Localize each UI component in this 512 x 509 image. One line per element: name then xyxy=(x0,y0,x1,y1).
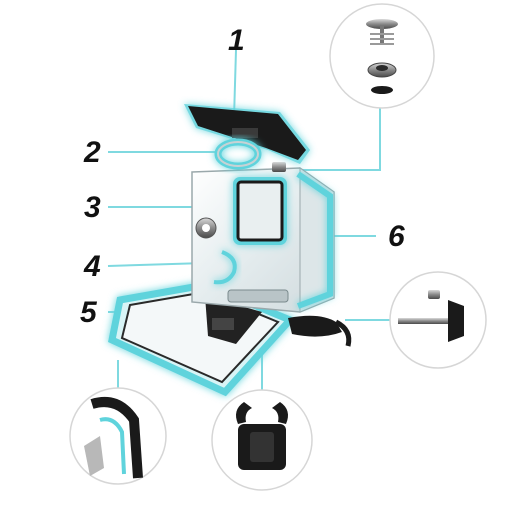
label-2: 2 xyxy=(83,136,101,169)
thumb-screw-icon xyxy=(389,271,487,369)
side-thumbscrew xyxy=(288,315,352,347)
housing-body xyxy=(191,162,335,313)
screw-spring-seal-icon xyxy=(329,3,435,109)
quick-release-buckle-icon xyxy=(211,389,313,491)
label-5: 5 xyxy=(80,296,98,329)
gasket-seal-closeup-icon xyxy=(69,387,167,485)
label-1: 1 xyxy=(228,24,245,57)
ring xyxy=(214,138,262,170)
label-3: 3 xyxy=(84,191,101,224)
label-4: 4 xyxy=(83,250,101,283)
latch xyxy=(184,104,310,164)
label-6: 6 xyxy=(388,220,405,253)
